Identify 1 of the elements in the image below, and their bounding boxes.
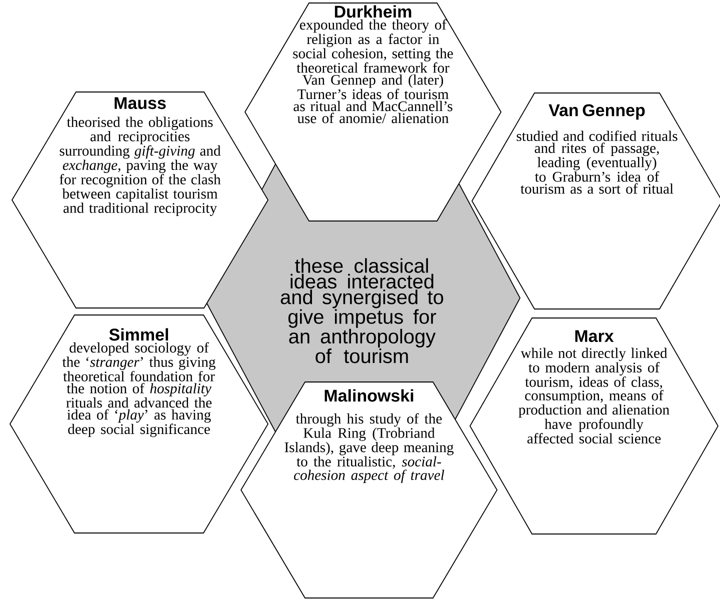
node-label: Malinowski bbox=[324, 389, 414, 402]
